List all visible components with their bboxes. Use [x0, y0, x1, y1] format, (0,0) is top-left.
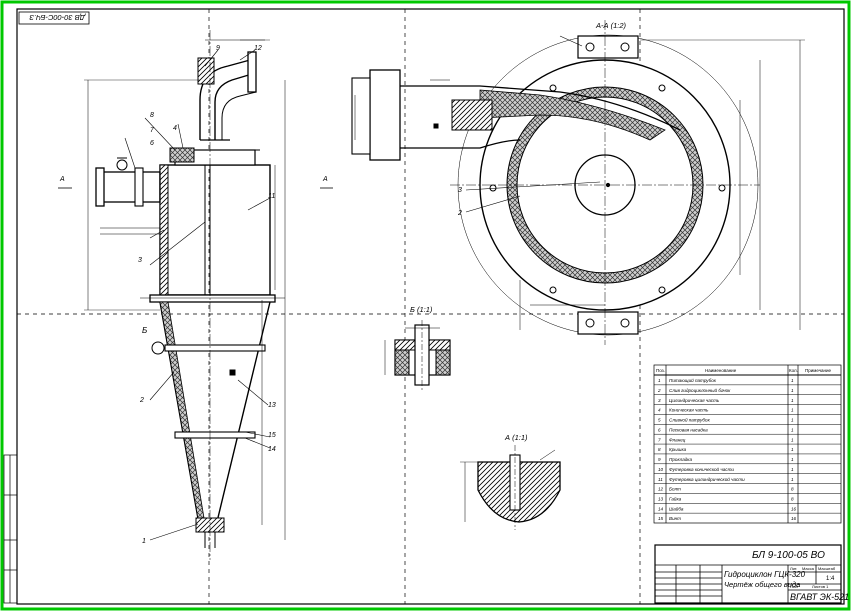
spec-header-name: Наименование — [705, 368, 737, 373]
callout-12: 12 — [254, 45, 262, 52]
callout-14: 14 — [268, 446, 276, 453]
spec-row-qty: 1 — [791, 427, 794, 432]
stamp-code-box — [18, 11, 90, 25]
cut-mark-b: Б — [142, 326, 147, 335]
spec-row-qty: 1 — [791, 418, 794, 423]
spec-row-pos: 10 — [658, 467, 664, 472]
spec-row-pos: 12 — [658, 487, 664, 492]
spec-row-qty: 1 — [791, 477, 794, 482]
col-scale: Масштаб — [818, 566, 836, 571]
spec-row-qty: 1 — [791, 437, 794, 442]
spec-row-pos: 15 — [658, 516, 664, 521]
spec-row-name: Слив гидроциклонный бачок — [669, 387, 731, 393]
inner-frame — [16, 8, 845, 605]
designation: БЛ 9-100-05 ВО — [752, 550, 825, 561]
col-sheet: Лист — [790, 584, 799, 589]
side-stamp — [3, 454, 18, 604]
title-block — [654, 544, 842, 604]
front-leaders — [124, 49, 271, 541]
spec-row-qty: 1 — [791, 467, 794, 472]
spec-row-pos: 9 — [658, 457, 661, 462]
spec-header-qty: Кол. — [789, 368, 798, 373]
spec-row-pos: 3 — [658, 398, 661, 403]
spec-row-name: Шайба — [669, 505, 684, 511]
spec-row-name: Футеровка цилиндрической части — [669, 476, 745, 482]
section-a-view — [460, 445, 561, 530]
section-title-a: А (1:1) — [504, 433, 528, 442]
callout-11: 11 — [268, 193, 275, 200]
spec-row-qty: 16 — [791, 516, 797, 521]
col-sheets: Листов 1 — [812, 584, 829, 589]
spec-row-name: Песковая насадка — [669, 427, 708, 432]
callout-6: 6 — [150, 140, 154, 147]
spec-row-name: Фланец — [669, 437, 686, 442]
spec-row-name: Питающий патрубок — [669, 377, 717, 383]
front-view — [84, 30, 286, 560]
section-title-top: А-А (1:2) — [595, 21, 627, 30]
spec-row-name: Коническая часть — [669, 408, 709, 413]
cut-mark-left-a: А — [59, 176, 65, 183]
spec-row-pos: 5 — [658, 418, 661, 423]
spec-row-qty: 1 — [791, 457, 794, 462]
scale-value: 1:4 — [826, 576, 835, 582]
stamp-code: ДВ 30-00С-БЧ.З — [29, 13, 86, 22]
cut-mark-right-a: А — [322, 176, 328, 183]
callout-15: 15 — [268, 432, 276, 439]
spec-row-name: Сливной патрубок — [669, 417, 711, 423]
callout-1: 1 — [142, 538, 146, 545]
top-section-view — [351, 20, 805, 345]
spec-row-qty: 8 — [791, 487, 794, 492]
callout-3: 3 — [138, 257, 142, 264]
callout-7: 7 — [150, 127, 155, 134]
spec-header-pos: Поз. — [656, 368, 665, 373]
spec-row-qty: 8 — [791, 497, 794, 502]
spec-row-pos: 14 — [658, 506, 664, 511]
spec-row-name: Футеровка конической части — [669, 466, 734, 472]
section-b-view — [384, 320, 451, 390]
spec-row-pos: 4 — [658, 408, 661, 413]
callout-2: 2 — [139, 397, 144, 404]
spec-row-qty: 1 — [791, 398, 794, 403]
top-leaders — [465, 35, 601, 213]
spec-row-qty: 1 — [791, 408, 794, 413]
callout-top-3: 3 — [458, 187, 462, 194]
spec-row-qty: 1 — [791, 447, 794, 452]
spec-row-pos: 11 — [658, 477, 663, 482]
spec-header-note: Примечание — [805, 368, 832, 373]
col-lit: Лит. — [790, 566, 797, 571]
spec-row-name: Гайка — [669, 496, 682, 502]
callout-4: 4 — [173, 125, 177, 132]
title-line-2: Чертёж общего вида — [724, 580, 800, 589]
spec-row-qty: 1 — [791, 388, 794, 393]
spec-row-name: Крышка — [669, 447, 687, 452]
spec-row-pos: 8 — [658, 447, 661, 452]
callout-9: 9 — [216, 45, 220, 52]
spec-row-pos: 2 — [657, 388, 661, 393]
spec-row-name: Цилиндрическая часть — [669, 398, 720, 403]
spec-row-name: Болт — [669, 487, 681, 492]
section-title-b: Б (1:1) — [410, 305, 433, 314]
spec-row-pos: 13 — [658, 497, 664, 502]
callout-top-2: 2 — [457, 210, 462, 217]
callout-13: 13 — [268, 402, 276, 409]
spec-row-name: Прокладка — [669, 457, 692, 462]
spec-row-name: Винт — [669, 516, 681, 521]
spec-row-pos: 1 — [658, 378, 661, 383]
col-mass: Масса — [802, 566, 815, 571]
spec-row-pos: 6 — [658, 427, 661, 432]
spec-row-pos: 7 — [658, 437, 661, 442]
group-code: ВГАВТ ЭК-521 — [790, 592, 849, 602]
title-line-1: Гидроциклон ГЦК-320 — [724, 570, 806, 579]
spec-row-qty: 16 — [791, 506, 797, 511]
callout-8: 8 — [150, 112, 154, 119]
spec-row-qty: 1 — [791, 378, 794, 383]
front-callouts: 8 7 6 4 9 12 11 3 2 1 13 15 14 Б А А — [59, 45, 328, 545]
